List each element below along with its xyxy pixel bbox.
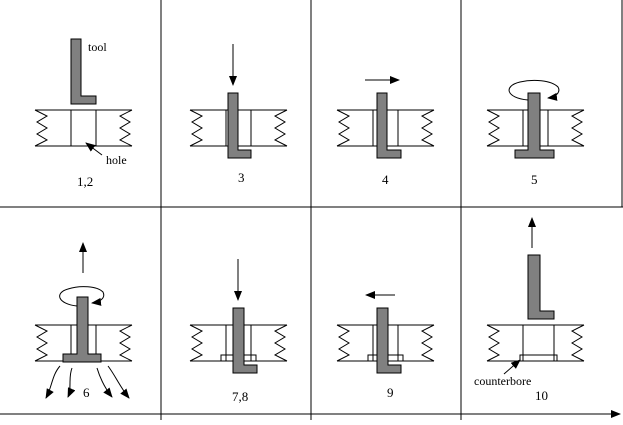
tool: [376, 307, 402, 374]
tool: [227, 92, 252, 159]
panel-step-3: 3: [189, 44, 288, 185]
step-label: 10: [535, 388, 548, 403]
tool: [232, 307, 258, 374]
step-label: 9: [387, 385, 394, 400]
panel-step-9: 9: [336, 291, 435, 400]
panel-step-10: counterbore 10: [474, 217, 585, 403]
step-label: 1,2: [77, 174, 93, 189]
step-label: 3: [238, 170, 245, 185]
hole-pointer-arrow: [85, 142, 103, 156]
workpiece: [486, 324, 585, 362]
tool: [70, 38, 97, 105]
rotation-arrow: [508, 79, 560, 101]
step-label: 5: [531, 172, 538, 187]
counterbore-recess: [519, 354, 558, 362]
tool: [376, 92, 402, 159]
chip-flow-arrows: [45, 365, 130, 399]
workpiece: [34, 109, 133, 147]
tool: [62, 296, 102, 363]
step-label: 7,8: [232, 389, 248, 404]
panel-step-7-8: 7,8: [189, 259, 288, 404]
step-label: 6: [83, 385, 90, 400]
tool: [514, 92, 555, 159]
counterbore-label: counterbore: [474, 374, 531, 388]
step-label: 4: [382, 172, 389, 187]
panel-step-1-2: tool hole 1,2: [34, 38, 133, 189]
rotation-arrow: [59, 286, 105, 307]
panel-step-6: 6: [34, 242, 133, 400]
tool-label: tool: [88, 40, 107, 54]
panel-step-4: 4: [336, 76, 435, 187]
counterbore-pointer-arrow: [503, 359, 521, 375]
hole-label: hole: [106, 153, 127, 167]
tool: [527, 254, 555, 320]
panel-step-5: 5: [486, 79, 585, 187]
